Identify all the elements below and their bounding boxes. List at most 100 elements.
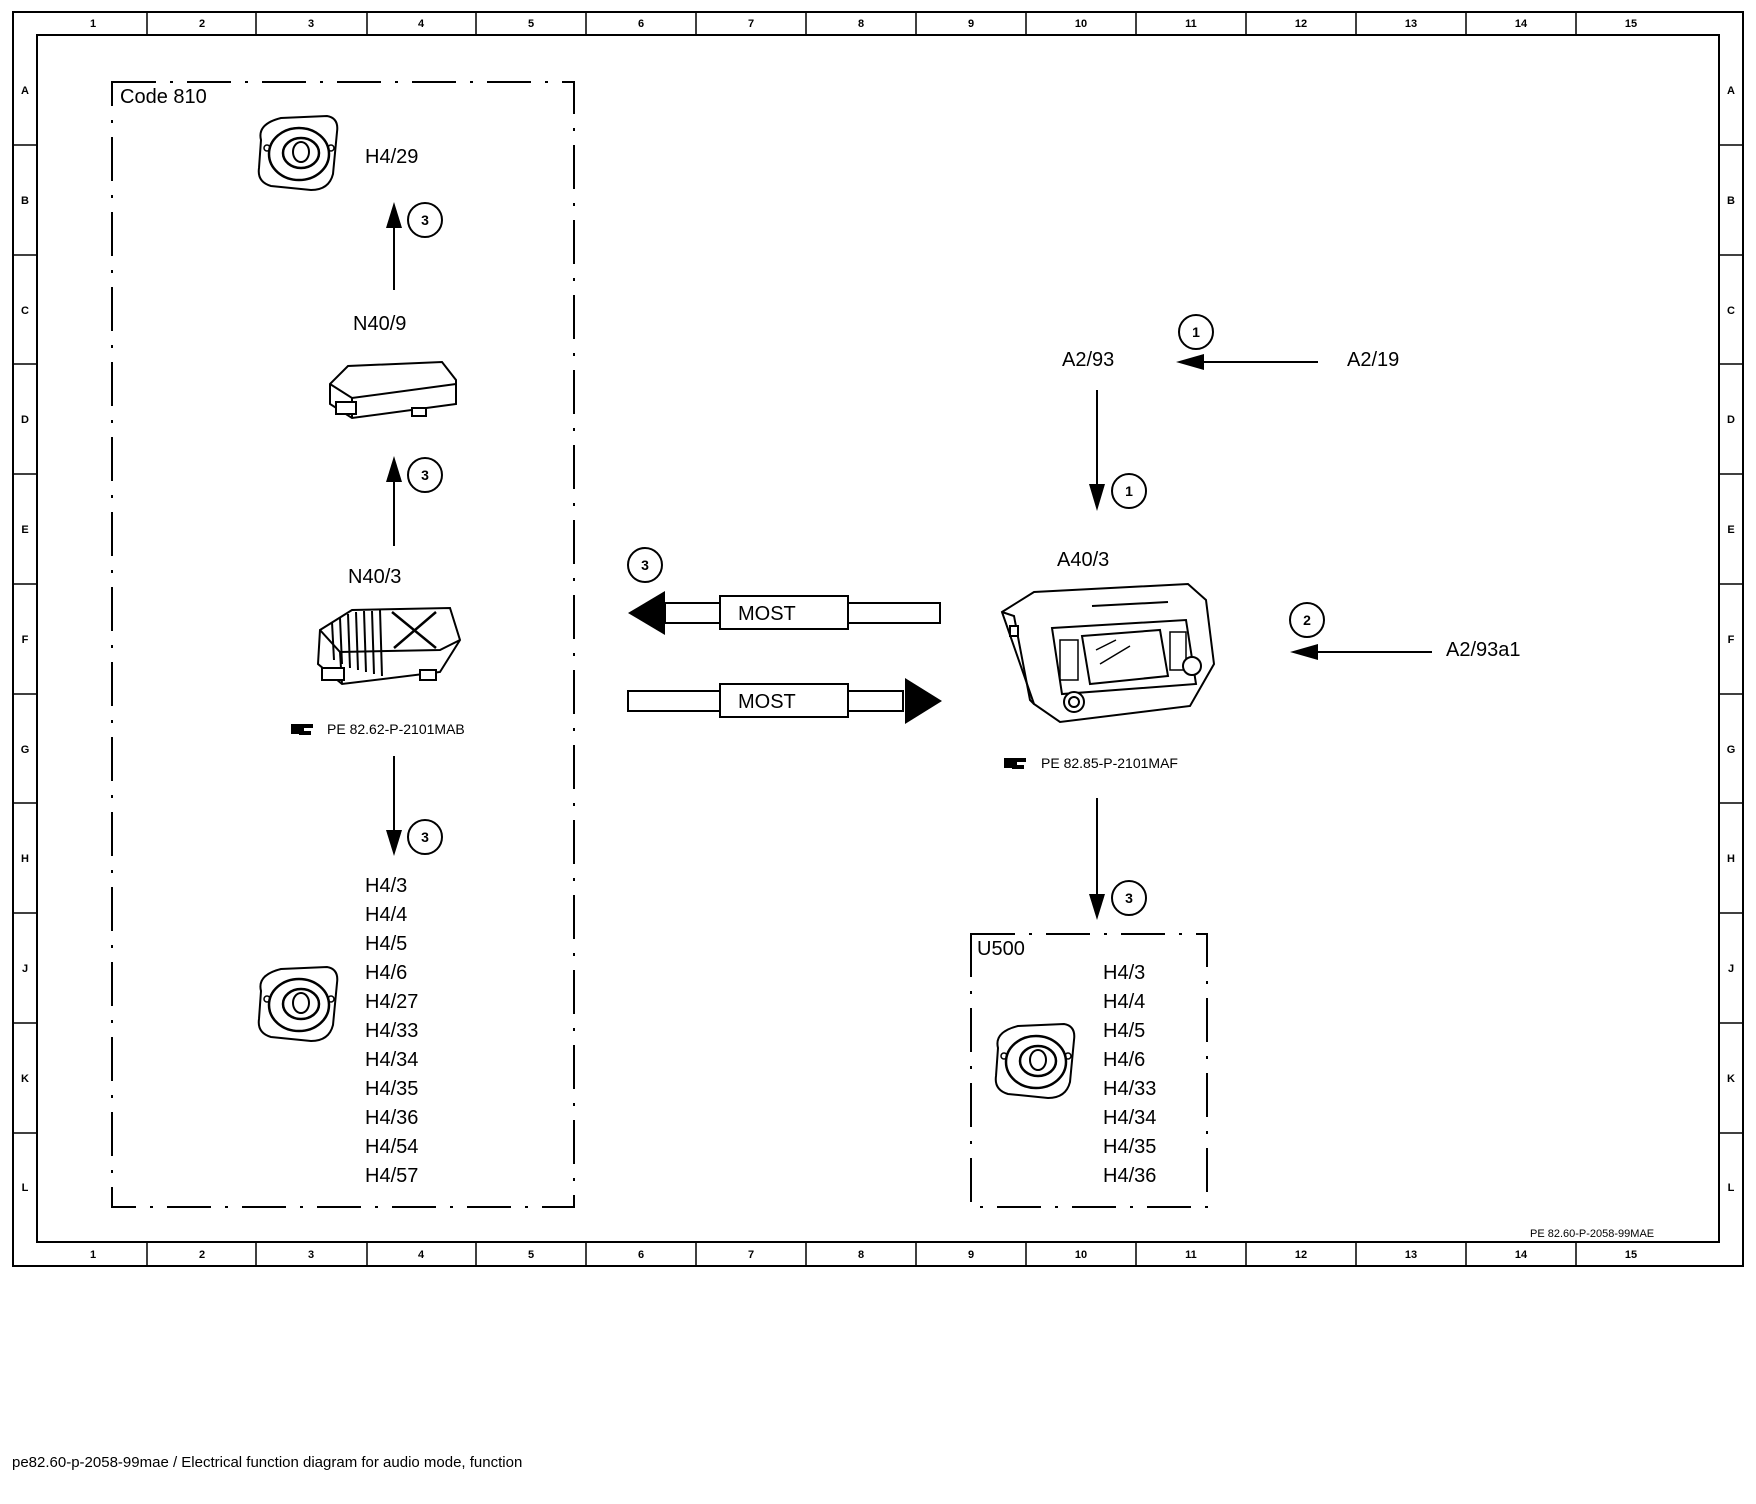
grid-row-label: E — [21, 524, 28, 536]
reference-hand-icon — [291, 724, 313, 735]
speaker-list-item: H4/34 — [365, 1049, 418, 1071]
frame: 1 2 3 4 5 6 7 8 9 10 11 12 13 14 15 1 2 … — [12, 11, 1744, 1267]
drawing-number: PE 82.60-P-2058-99MAE — [1530, 1228, 1654, 1240]
module-label-n40-9: N40/9 — [353, 313, 406, 335]
speaker-list-item: H4/3 — [365, 875, 407, 897]
reference-hand-icon — [1004, 758, 1026, 769]
u500-title: U500 — [977, 938, 1025, 960]
marker-label: 2 — [1303, 612, 1311, 628]
grid-col-label: 4 — [418, 18, 425, 30]
speaker-icon — [257, 114, 339, 192]
grid-row-label: A — [21, 85, 29, 97]
grid-row-label: H — [1727, 853, 1735, 865]
head-unit-section: 1 A2/93 A2/19 1 A40/3 — [1000, 314, 1521, 920]
grid-row-label: K — [21, 1073, 29, 1085]
code-810-title: Code 810 — [120, 86, 207, 108]
speaker-list-item: H4/35 — [365, 1078, 418, 1100]
grid-row-labels-left: A B C D E F G H J K L — [21, 85, 30, 1194]
speaker-list-item: H4/35 — [1103, 1136, 1156, 1158]
grid-col-label: 7 — [748, 18, 754, 30]
input-label-a2-93: A2/93 — [1062, 349, 1114, 371]
speaker-list-item: H4/4 — [1103, 991, 1145, 1013]
grid-row-label: D — [1727, 414, 1735, 426]
grid-col-label: 8 — [858, 18, 864, 30]
marker-circle: 3 — [407, 457, 443, 493]
grid-row-label: L — [1728, 1182, 1735, 1194]
arrow-down-icon — [1089, 798, 1105, 920]
speaker-list-item: H4/3 — [1103, 962, 1145, 984]
grid-col-label: 2 — [199, 18, 205, 30]
grid-row-label: F — [22, 634, 29, 646]
speaker-list-left: H4/3 H4/4 H4/5 H4/6 H4/27 H4/33 H4/34 H4… — [365, 875, 418, 1187]
grid-col-label: 6 — [638, 1249, 644, 1261]
grid-col-label: 14 — [1515, 1249, 1528, 1261]
figure-caption: pe82.60-p-2058-99mae / Electrical functi… — [12, 1454, 523, 1471]
grid-row-label: C — [21, 305, 29, 317]
arrow-up-icon — [386, 456, 402, 546]
amplifier-icon — [316, 606, 462, 686]
grid-row-ticks — [13, 144, 1743, 1134]
most-label-bottom: MOST — [738, 691, 796, 713]
module-label-n40-3: N40/3 — [348, 566, 401, 588]
marker-circle: 3 — [1111, 880, 1147, 916]
grid-row-label: F — [1728, 634, 1735, 646]
grid-col-label: 5 — [528, 18, 534, 30]
marker-label: 3 — [421, 829, 429, 845]
grid-col-label: 13 — [1405, 18, 1417, 30]
speaker-icon — [257, 965, 339, 1043]
marker-circle: 3 — [407, 819, 443, 855]
speaker-list-item: H4/5 — [365, 933, 407, 955]
marker-circle: 2 — [1289, 602, 1325, 638]
most-arrow-left: MOST — [628, 591, 941, 635]
grid-col-label: 3 — [308, 18, 314, 30]
speaker-icon — [994, 1022, 1076, 1100]
speaker-list-item: H4/5 — [1103, 1020, 1145, 1042]
head-unit-label-a40-3: A40/3 — [1057, 549, 1109, 571]
marker-label: 1 — [1125, 483, 1133, 499]
speaker-list-item: H4/33 — [365, 1020, 418, 1042]
most-bus: 3 MOST MOST — [627, 547, 942, 724]
speaker-list-item: H4/6 — [365, 962, 407, 984]
grid-row-label: J — [22, 963, 28, 975]
reference-a40-3: PE 82.85-P-2101MAF — [1041, 755, 1178, 771]
most-label-top: MOST — [738, 603, 796, 625]
grid-col-label: 3 — [308, 1249, 314, 1261]
grid-col-label: 12 — [1295, 1249, 1307, 1261]
grid-row-label: G — [1727, 744, 1736, 756]
grid-col-label: 2 — [199, 1249, 205, 1261]
most-arrow-right: MOST — [627, 678, 942, 724]
arrow-up-icon — [386, 202, 402, 290]
arrow-down-icon — [1089, 390, 1105, 511]
grid-row-label: A — [1727, 85, 1735, 97]
grid-col-label: 9 — [968, 18, 974, 30]
radio-head-unit-icon — [1000, 582, 1216, 724]
grid-row-label: J — [1728, 963, 1734, 975]
grid-row-labels-right: A B C D E F G H J K L — [1727, 85, 1736, 1194]
speaker-list-item: H4/33 — [1103, 1078, 1156, 1100]
marker-circle: 1 — [1178, 314, 1214, 350]
grid-col-label: 15 — [1625, 1249, 1637, 1261]
input-label-a2-19: A2/19 — [1347, 349, 1399, 371]
grid-row-label: K — [1727, 1073, 1735, 1085]
grid-row-label: H — [21, 853, 29, 865]
grid-col-label: 11 — [1185, 1249, 1197, 1261]
grid-row-label: B — [21, 195, 29, 207]
speaker-list-item: H4/36 — [365, 1107, 418, 1129]
grid-col-label: 10 — [1075, 18, 1087, 30]
marker-label: 3 — [421, 212, 429, 228]
grid-column-ticks — [146, 12, 1577, 1266]
speaker-list-item: H4/27 — [365, 991, 418, 1013]
grid-row-label: C — [1727, 305, 1735, 317]
grid-col-label: 7 — [748, 1249, 754, 1261]
grid-row-label: D — [21, 414, 29, 426]
speaker-list-right: H4/3 H4/4 H4/5 H4/6 H4/33 H4/34 H4/35 H4… — [1103, 962, 1156, 1187]
reference-n40-3: PE 82.62-P-2101MAB — [327, 721, 465, 737]
arrow-down-icon — [386, 756, 402, 856]
grid-col-label: 11 — [1185, 18, 1197, 30]
speaker-list-item: H4/4 — [365, 904, 407, 926]
grid-col-label: 9 — [968, 1249, 974, 1261]
grid-column-labels-top: 1 2 3 4 5 6 7 8 9 10 11 12 13 14 15 — [90, 18, 1637, 30]
speaker-list-item: H4/6 — [1103, 1049, 1145, 1071]
marker-label: 3 — [1125, 890, 1133, 906]
